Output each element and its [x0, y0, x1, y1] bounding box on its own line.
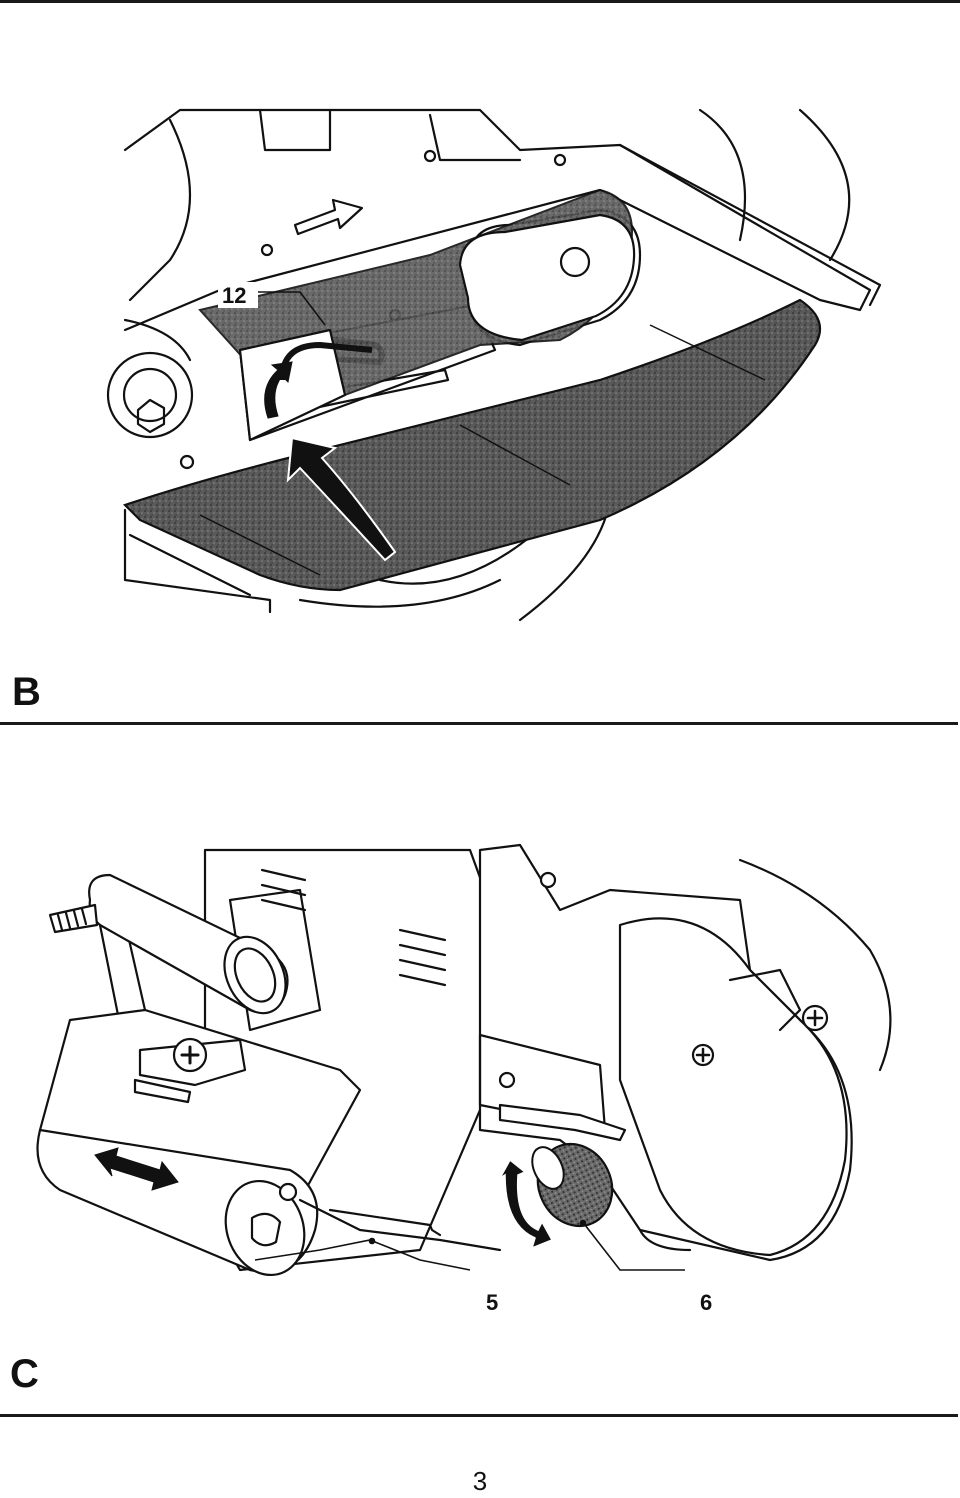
motor-housing — [123, 108, 872, 332]
figure-b-rule — [0, 722, 958, 725]
callout-5-label: 5 — [486, 1290, 498, 1315]
front-roller-end — [106, 351, 194, 439]
callout-12-leader — [258, 291, 326, 326]
figure-c-rule — [0, 1414, 958, 1417]
figure-c-letter: C — [10, 1352, 39, 1396]
callout-6-label: 6 — [700, 1290, 712, 1315]
sanding-belt — [122, 298, 822, 592]
page-number: 3 — [472, 1466, 488, 1496]
figure-b-illustration: 12 — [106, 108, 882, 622]
belt-insert-arrow — [286, 436, 397, 562]
callout-6-leader — [584, 1224, 685, 1271]
top-rule — [0, 0, 960, 3]
knob-rotate-arrow — [497, 1158, 554, 1250]
direction-arrow-outline — [293, 198, 364, 236]
tracking-knob-group — [531, 1142, 614, 1228]
lever-rotate-arrow — [264, 361, 293, 419]
callout-12-label: 12 — [222, 283, 246, 308]
roller-adjust-arrow — [94, 1147, 179, 1191]
figure-c-illustration: 5 6 — [36, 843, 892, 1315]
figure-b-letter: B — [12, 670, 41, 714]
